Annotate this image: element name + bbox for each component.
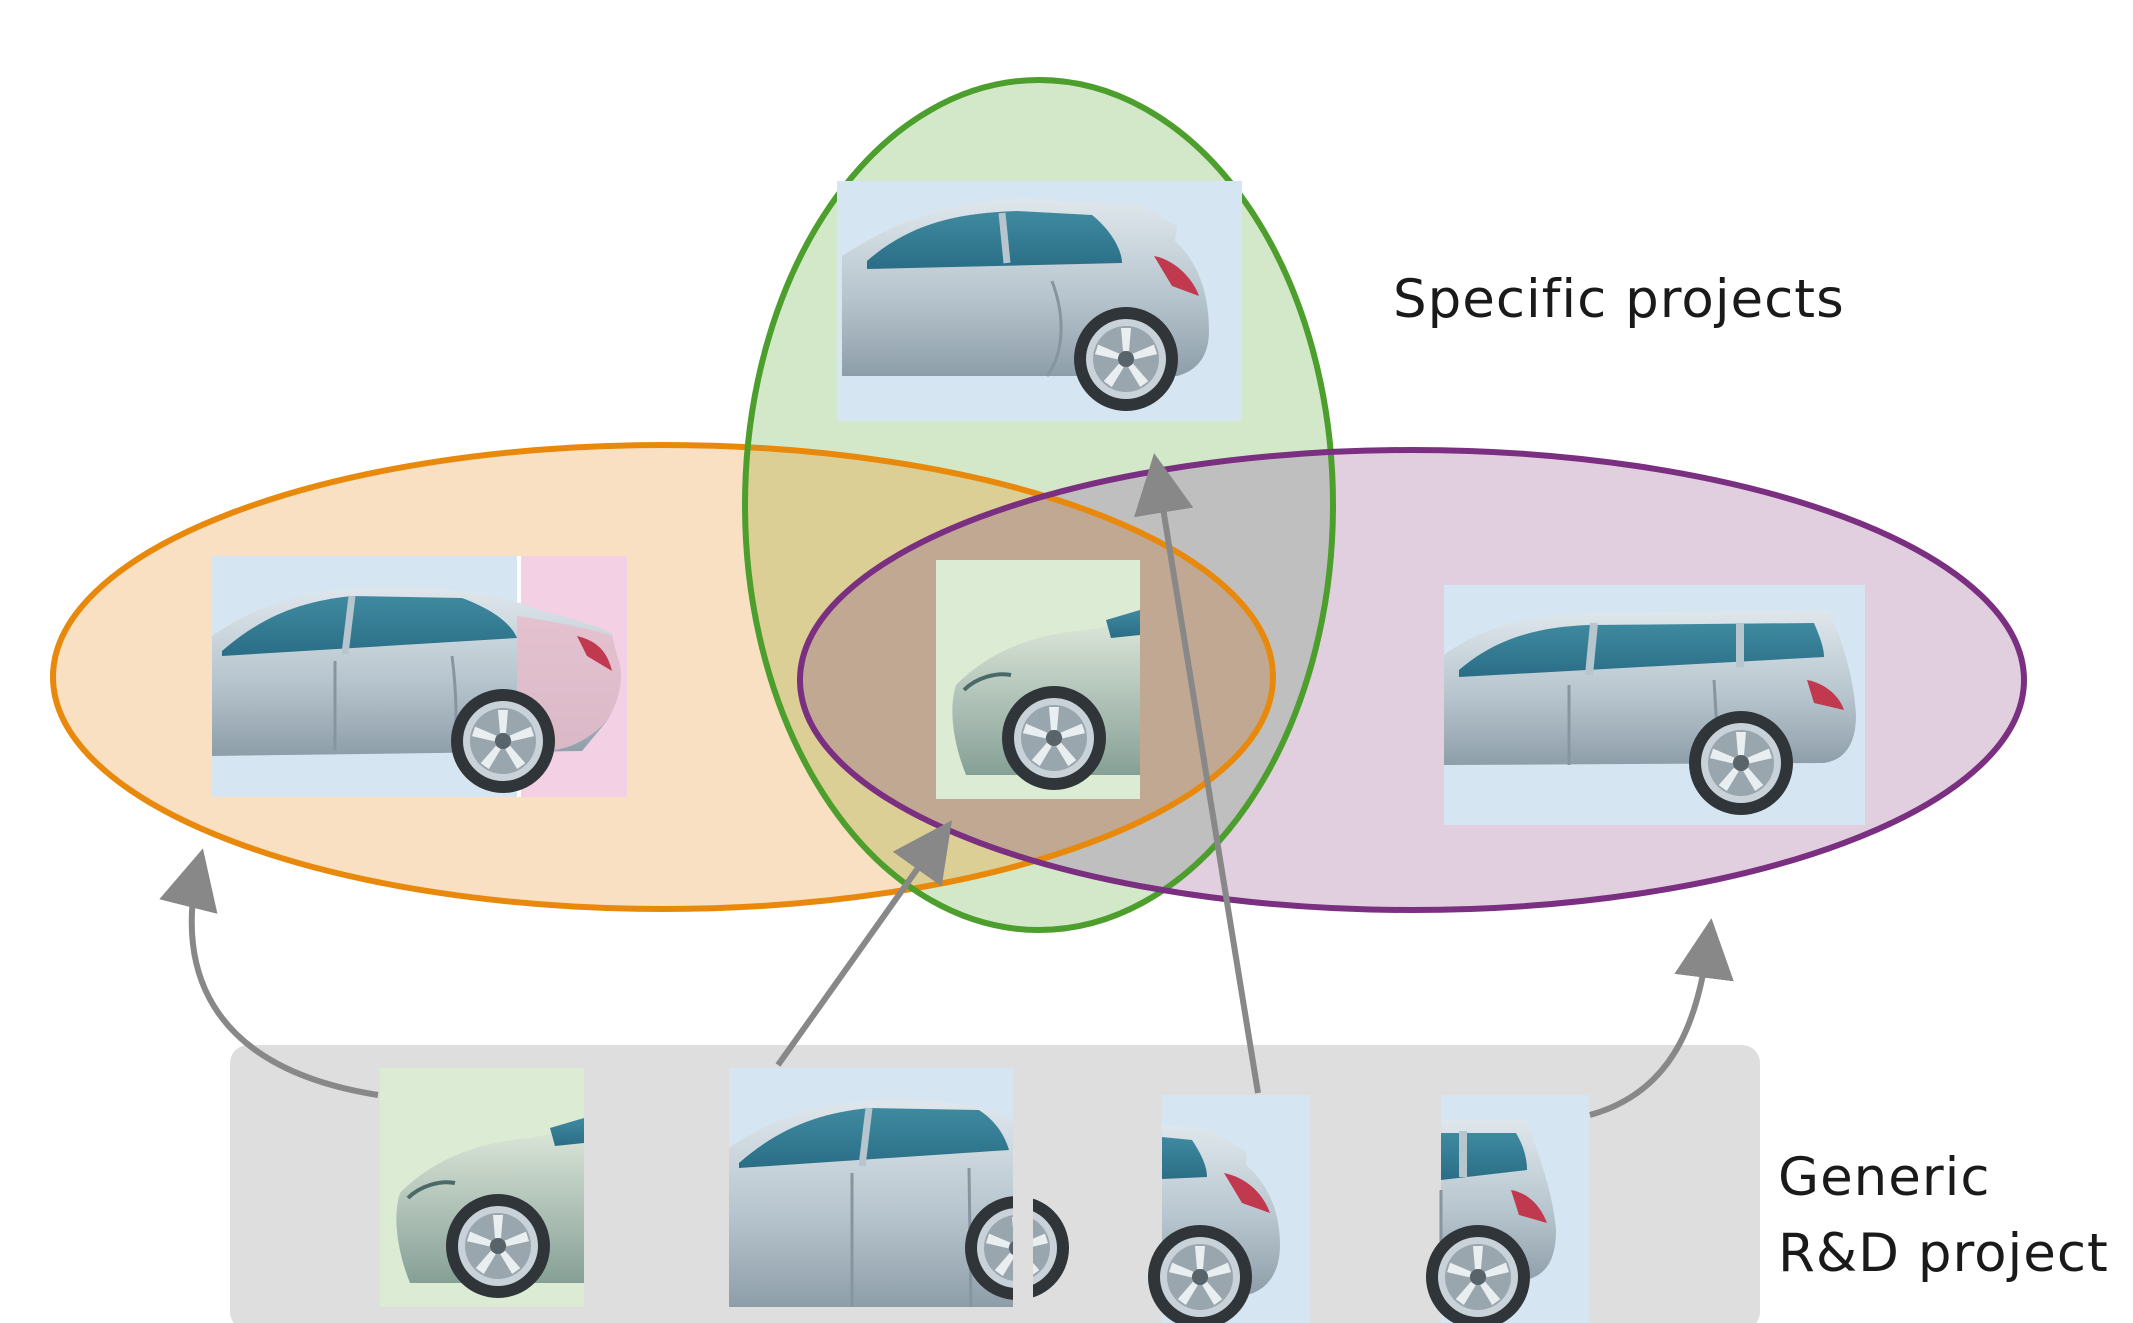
arrow-estate-rear-to-estate [1589, 918, 1734, 1118]
generic-label-line2: R&D project [1778, 1223, 2109, 1284]
generic-label-line1: Generic [1778, 1147, 1991, 1208]
estate-car-image [1444, 585, 1865, 825]
generic-hatchback-rear-module-image [1148, 1095, 1310, 1323]
specific-projects-label: Specific projects [1393, 269, 1845, 330]
generic-rnd-project-label: Generic R&D project [1778, 1140, 2109, 1292]
generic-sedan-body-module-image [729, 1068, 1069, 1308]
estate-project-outline [797, 447, 2027, 913]
sedan-car-image [212, 556, 627, 797]
sedan-project-outline [50, 442, 1276, 912]
front-module-image [936, 560, 1140, 799]
arrow-front-to-sedan [159, 848, 379, 1098]
generic-front-module-image [380, 1068, 584, 1307]
hatchback-project-outline [742, 77, 1336, 933]
hatchback-car-image [837, 181, 1242, 421]
arrow-rear-to-hatchback [1134, 453, 1261, 1094]
arrow-front-to-shared-center [775, 820, 952, 1067]
generic-estate-rear-module-image [1426, 1095, 1589, 1323]
